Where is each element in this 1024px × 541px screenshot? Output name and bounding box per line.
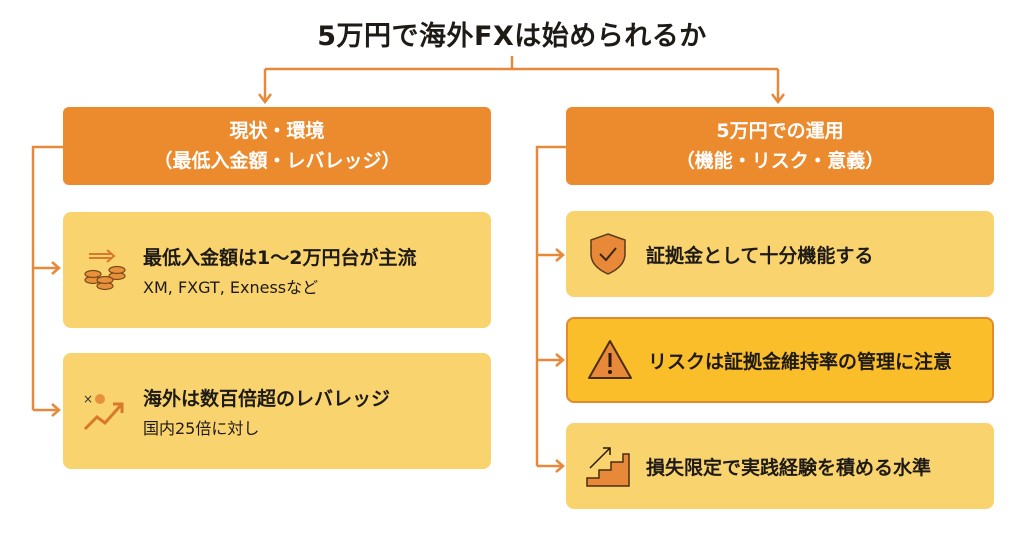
card-sub-text: 国内25倍に対し [143,418,260,438]
coins-icon [84,249,126,291]
card-risk: リスクは証拠金維持率の管理に注意 [566,317,994,403]
left-header: 現状・環境 （最低入金額・レバレッジ） [63,107,491,185]
left-header-title: 現状・環境 [229,120,325,142]
card-sub-text: XM, FXGT, Exnessなど [143,277,319,297]
stairs-icon [586,447,630,487]
card-main-text: 海外は数百倍超のレバレッジ [143,387,391,410]
right-header-title: 5万円での運用 [716,120,844,142]
diagram-title: 5万円で海外FXは始められるか [317,21,707,52]
card-experience: 損失限定で実践経験を積める水準 [566,423,994,509]
right-header-subtitle: （機能・リスク・意義） [675,150,885,172]
left-header-subtitle: （最低入金額・レバレッジ） [153,150,401,172]
card-min-deposit: 最低入金額は1〜2万円台が主流 XM, FXGT, Exnessなど [63,212,491,328]
warning-icon [588,340,632,379]
shield-check-icon [590,233,626,275]
card-main-text: 証拠金として十分機能する [646,244,874,267]
card-main-text: 損失限定で実践経験を積める水準 [646,456,932,479]
card-main-text: リスクは証拠金維持率の管理に注意 [648,350,953,373]
right-header: 5万円での運用 （機能・リスク・意義） [566,107,994,185]
card-main-text: 最低入金額は1〜2万円台が主流 [143,246,417,269]
leverage-chart-icon: × [83,392,124,431]
card-margin: 証拠金として十分機能する [566,211,994,297]
card-leverage: × 海外は数百倍超のレバレッジ 国内25倍に対し [63,353,491,469]
svg-text:×: × [83,392,93,406]
